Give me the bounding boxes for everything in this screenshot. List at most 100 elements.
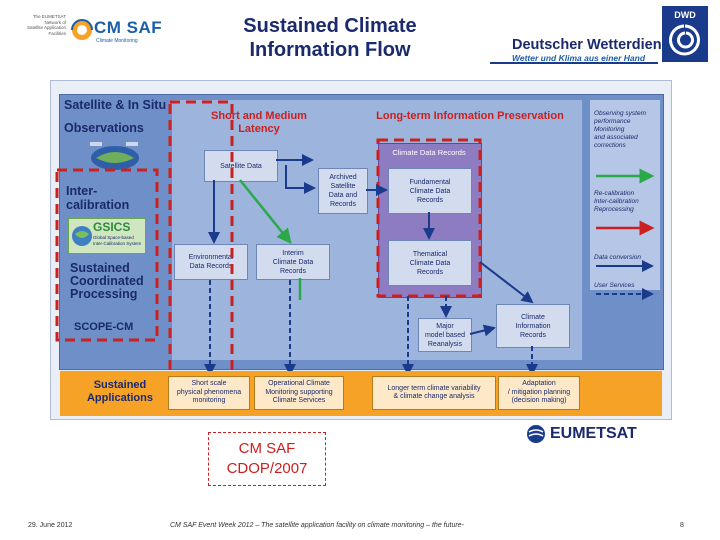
thematic-line: Thematical — [412, 250, 448, 258]
app-line: Monitoring supporting — [265, 388, 333, 396]
org-text-line: The EUMETSAT — [32, 14, 66, 19]
legend-recal: Re-calibration Inter-calibration Reproce… — [594, 190, 639, 214]
climate-info-line: Information — [515, 322, 551, 330]
org-text-line: Satellite Application — [26, 25, 66, 30]
environmental-line: Environmental — [188, 254, 234, 261]
app-line: (decision making) — [511, 397, 567, 405]
major-model-line: Reanalysis — [427, 340, 463, 348]
eumetsat-logo-icon — [527, 425, 545, 443]
gsics-logo: GSICS Global Space-based Inter-Calibrati… — [68, 218, 146, 254]
sustained-coord-1: Sustained — [70, 261, 130, 275]
cdr-dashed-outline — [376, 138, 482, 298]
major-reanalysis-box: Major model based Reanalysis — [418, 318, 472, 352]
title-line-2: Information Flow — [249, 39, 411, 61]
archived-line: Data and — [328, 192, 358, 199]
archived-line: Archived — [329, 174, 357, 181]
scope-cm-label: SCOPE-CM — [74, 321, 134, 333]
satellite-data-box: Satellite Data — [204, 150, 278, 182]
archived-line: Satellite — [330, 183, 356, 190]
legend-line: Reprocessing — [594, 206, 634, 213]
thematic-cdr-box: Thematical Climate Data Records — [388, 240, 472, 286]
gsics-word: GSICS — [93, 220, 131, 234]
interim-line: Interim — [282, 249, 304, 257]
cmsaf-logo-icon — [71, 19, 93, 40]
sustained-coord-3: Processing — [70, 287, 138, 301]
legend-line: performance — [594, 118, 631, 125]
short-medium-latency-header: Short and Medium Latency — [184, 110, 334, 136]
footer-event: CM SAF Event Week 2012 – The satellite a… — [170, 522, 464, 529]
intercalibration-label-1: Inter- — [66, 184, 98, 198]
app-line: Climate Services — [272, 397, 326, 405]
long-term-header: Long-term Information Preservation — [376, 110, 564, 122]
app-line: Adaptation — [522, 380, 556, 388]
major-model-line: Major — [436, 322, 454, 330]
fundamental-line: Records — [416, 196, 444, 204]
thematic-line: Records — [416, 268, 444, 276]
gsics-sub-2: Inter-Calibration System — [93, 241, 142, 246]
legend-user-services: User Services — [594, 282, 635, 289]
environmental-box: Environmental Data Records — [174, 244, 248, 280]
dwd-logo-icon: DWD — [662, 6, 708, 62]
sustained-apps-2: Applications — [86, 392, 153, 404]
cdop-line-1: CM SAF — [238, 440, 296, 457]
interim-line: Records — [279, 267, 307, 275]
page-number: 8 — [680, 522, 684, 529]
sustained-apps-1: Sustained — [93, 379, 147, 391]
page-title: Sustained Climate Information Flow — [220, 14, 440, 62]
fundamental-cdr-box: Fundamental Climate Data Records — [388, 168, 472, 214]
app-line: Operational Climate — [268, 380, 330, 388]
legend-obs-perf: Observing system performance Monitoring … — [594, 110, 646, 150]
org-text-line: Facilities — [48, 30, 66, 36]
app-adaptation-box: Adaptation / mitigation planning (decisi… — [498, 376, 580, 410]
app-operational-box: Operational Climate Monitoring supportin… — [254, 376, 344, 410]
fundamental-line: Climate Data — [409, 187, 451, 195]
short-latency-dashed-outline — [168, 100, 234, 416]
app-longer-term-box: Longer term climate variability & climat… — [372, 376, 496, 410]
dwd-name: Deutscher Wetterdienst — [512, 37, 675, 53]
sat-obs-label-1: Satellite & In Situ — [64, 98, 167, 112]
interim-cdr-box: Interim Climate Data Records — [256, 244, 330, 280]
legend-line: Inter-calibration — [594, 198, 639, 205]
footer-date: 29. June 2012 — [28, 522, 73, 529]
app-line: Longer term climate variability — [387, 384, 481, 392]
gsics-globe-icon — [72, 226, 92, 246]
environmental-line: Data Records — [189, 263, 233, 270]
cdr-header: Climate Data Records — [392, 148, 466, 157]
dwd-tagline: Wetter und Klima aus einer Hand — [512, 53, 646, 63]
dwd-logo-text: DWD — [674, 10, 696, 20]
climate-info-line: Climate — [521, 313, 545, 321]
eumetsat-saf-network-text: The EUMETSAT Network of Satellite Applic… — [8, 14, 66, 36]
legend-data-conversion: Data conversion — [594, 254, 641, 261]
cdop-line-2: CDOP/2007 — [226, 460, 308, 477]
gsics-sub-1: Global Space-based — [93, 235, 134, 240]
intercalibration-label-2: calibration — [66, 198, 130, 212]
app-line: physical phenomena — [176, 388, 242, 396]
eumetsat-logo-word: EUMETSAT — [550, 425, 637, 442]
major-model-line: model based — [424, 331, 466, 339]
sustained-applications-label: Sustained Applications — [80, 379, 160, 405]
archived-line: Records — [329, 201, 357, 208]
thematic-line: Climate Data — [409, 259, 451, 267]
cdop-callout: CM SAF CDOP/2007 — [208, 432, 326, 486]
intercal-dashed-outline — [55, 168, 159, 342]
cmsaf-logo-sub: Climate Monitoring — [96, 38, 138, 44]
header-rule — [490, 62, 658, 64]
gsics-subtitle: Global Space-based Inter-Calibration Sys… — [93, 235, 141, 247]
fundamental-line: Fundamental — [409, 178, 451, 186]
app-line: Short scale — [191, 380, 227, 388]
archived-box: Archived Satellite Data and Records — [318, 168, 368, 214]
legend-line: Re-calibration — [594, 190, 635, 197]
short-medium-2: Latency — [238, 123, 280, 135]
cmsaf-logo-word: CM SAF — [94, 18, 163, 37]
legend-line: Observing system — [594, 110, 647, 117]
short-medium-1: Short and Medium — [211, 110, 307, 122]
legend-column — [590, 100, 660, 290]
climate-info-line: Records — [519, 331, 547, 339]
satellite-globe-icon — [90, 142, 139, 170]
legend-line: and associated — [594, 134, 638, 141]
app-line: / mitigation planning — [507, 388, 571, 396]
app-line: monitoring — [192, 397, 226, 405]
interim-line: Climate Data — [272, 258, 314, 266]
title-line-1: Sustained Climate — [243, 15, 417, 37]
legend-line: corrections — [594, 142, 626, 149]
